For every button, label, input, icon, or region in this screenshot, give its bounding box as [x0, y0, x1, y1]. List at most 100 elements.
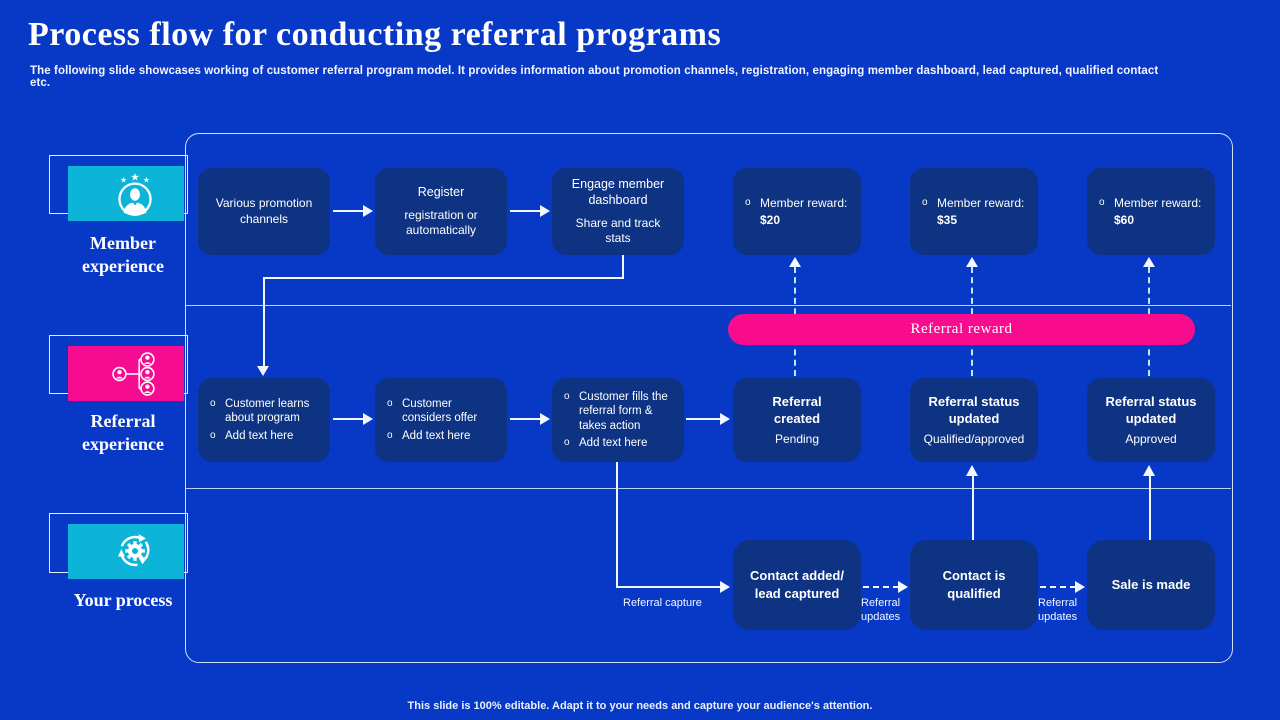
connector-capture-across: [616, 586, 720, 588]
reward-amount: $20: [760, 212, 781, 227]
node-register: Register registration or automatically: [375, 168, 507, 255]
bullet-text: Customer learns about program: [225, 397, 310, 425]
node-referral-status-qualified: Referral status updated Qualified/approv…: [910, 378, 1038, 462]
arrowhead-right: [540, 205, 550, 217]
reward-text: Member reward: $20: [760, 196, 848, 227]
arrow-considers-to-fills: [510, 418, 540, 420]
arrowhead-down: [257, 366, 269, 376]
node-text: Referral status updated: [1105, 393, 1197, 427]
connector-engage-across: [263, 277, 624, 279]
connector-engage-drop: [263, 277, 265, 366]
reward-amount: $35: [937, 212, 958, 227]
arrow-promo-to-register: [333, 210, 363, 212]
bullet: o: [387, 397, 393, 409]
page-title: Process flow for conducting referral pro…: [28, 16, 722, 53]
node-text: Various promotion channels: [215, 195, 313, 226]
dashed-arrow-updates-1: [863, 586, 899, 588]
arrowhead-right: [898, 581, 908, 593]
node-text: Referral created: [772, 393, 822, 427]
arrowhead-up: [1143, 465, 1155, 476]
bullet-text: Customer fills the referral form & takes…: [579, 390, 668, 432]
arrowhead-right: [720, 581, 730, 593]
node-customer-fills-form: o Customer fills the referral form & take…: [552, 378, 684, 462]
connector-engage-down: [622, 255, 624, 279]
bullet: o: [564, 436, 570, 448]
connector-qualified-up: [972, 475, 974, 540]
arrowhead-up: [789, 257, 801, 267]
bullet: o: [210, 397, 216, 409]
arrow-learns-to-considers: [333, 418, 363, 420]
node-various-promotion-channels: Various promotion channels: [198, 168, 330, 255]
lane-divider-1: [185, 305, 1231, 306]
arrowhead-right: [720, 413, 730, 425]
label-referral-capture: Referral capture: [623, 597, 702, 609]
node-text: Register: [417, 185, 465, 200]
connector-capture-drop: [616, 462, 618, 588]
lane-divider-2: [185, 488, 1231, 489]
lane-label-referral-experience: Referral experience: [82, 411, 164, 454]
arrowhead-right: [1075, 581, 1085, 593]
bullet-text: Customer considers offer: [402, 397, 478, 425]
node-subtext: Share and track stats: [575, 215, 661, 246]
node-member-reward-20: o Member reward: $20: [733, 168, 861, 255]
process-gear-icon: [117, 533, 150, 566]
diagram-frame: [185, 133, 1233, 663]
node-sale-is-made: Sale is made: [1087, 540, 1215, 630]
bullet: o: [387, 429, 393, 441]
bullet: o: [210, 429, 216, 441]
bullet: o: [1099, 197, 1105, 209]
svg-text:★: ★: [120, 175, 127, 184]
arrowhead-right: [540, 413, 550, 425]
referral-chip: [68, 346, 184, 401]
member-badge-icon: ★ ★ ★: [118, 171, 152, 216]
process-chip: [68, 524, 184, 579]
arrowhead-right: [363, 205, 373, 217]
arrow-register-to-engage: [510, 210, 540, 212]
label-referral-updates-1: Referral updates: [861, 597, 901, 624]
reward-amount: $60: [1114, 212, 1135, 227]
node-engage-member-dashboard: Engage member dashboard Share and track …: [552, 168, 684, 255]
node-referral-created: Referral created Pending: [733, 378, 861, 462]
arrowhead-up: [966, 465, 978, 476]
arrowhead-right: [363, 413, 373, 425]
node-member-reward-60: o Member reward: $60: [1087, 168, 1215, 255]
node-referral-status-approved: Referral status updated Approved: [1087, 378, 1215, 462]
node-subtext: Approved: [1125, 431, 1177, 446]
arrowhead-up: [1143, 257, 1155, 267]
dashed-arrow-updates-2: [1040, 586, 1076, 588]
bullet-text: Add text here: [579, 436, 648, 449]
svg-text:★: ★: [130, 171, 139, 183]
connector-sale-up: [1149, 475, 1151, 540]
page-subtitle: The following slide showcases working of…: [30, 65, 1159, 89]
arrowhead-up: [966, 257, 978, 267]
node-text: Engage member dashboard: [571, 177, 665, 208]
node-subtext: registration or automatically: [404, 207, 478, 238]
bullet: o: [564, 390, 570, 402]
node-subtext: Pending: [774, 431, 820, 446]
svg-text:★: ★: [143, 175, 150, 184]
node-subtext: Qualified/approved: [923, 431, 1025, 446]
footer-note: This slide is 100% editable. Adapt it to…: [407, 700, 873, 712]
arrow-fills-to-created: [686, 418, 720, 420]
node-text: Referral status updated: [928, 393, 1020, 427]
node-member-reward-35: o Member reward: $35: [910, 168, 1038, 255]
member-chip: ★ ★ ★: [68, 166, 184, 221]
referral-network-icon: [112, 351, 155, 396]
label-referral-updates-2: Referral updates: [1038, 597, 1078, 624]
lane-label-member-experience: Member experience: [82, 233, 164, 276]
node-text: Contact is qualified: [942, 568, 1006, 601]
bullet-text: Add text here: [402, 429, 471, 442]
reward-text: Member reward: $60: [1114, 196, 1202, 227]
reward-text: Member reward: $35: [937, 196, 1025, 227]
node-text: Contact added/ lead captured: [750, 568, 844, 601]
bullet: o: [922, 197, 928, 209]
bullet-text: Add text here: [225, 429, 294, 442]
node-contact-added: Contact added/ lead captured: [733, 540, 861, 630]
node-text: Sale is made: [1111, 577, 1191, 593]
referral-reward-pill: Referral reward: [728, 314, 1195, 345]
bullet: o: [745, 197, 751, 209]
node-contact-qualified: Contact is qualified: [910, 540, 1038, 630]
lane-label-your-process: Your process: [73, 590, 173, 610]
